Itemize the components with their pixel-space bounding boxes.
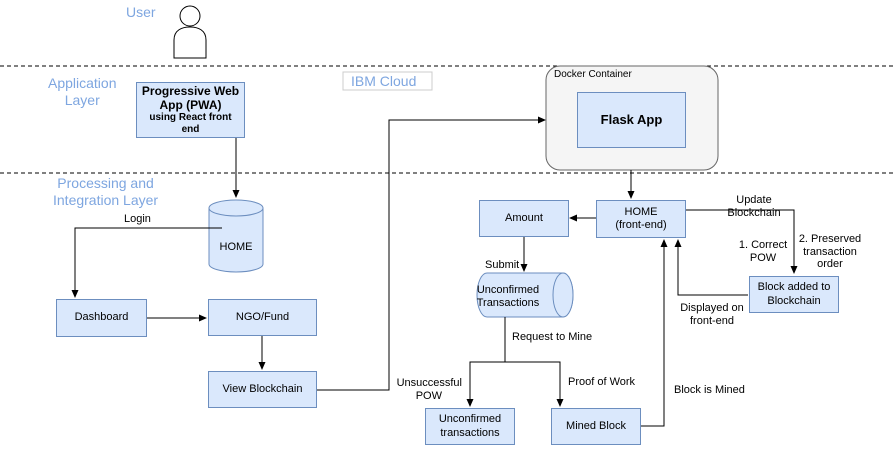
- edge-label-update-blockchain: Update Blockchain: [722, 194, 786, 219]
- mined-block-box: Mined Block: [551, 408, 641, 445]
- edge-label-displayed-on-frontend: Displayed on front-end: [676, 302, 748, 327]
- edge-label-unsuccessful-pow: Unsuccessful POW: [392, 377, 462, 402]
- layer-label-processing-line1: Processing and: [57, 175, 154, 191]
- home-database-label: HOME: [219, 241, 253, 253]
- dashboard-box: Dashboard: [56, 299, 147, 337]
- unconfirmed-transactions-cylinder-label: Unconfirmed Transactions: [470, 284, 546, 309]
- edge-label-preserved-order: 2. Preserved transaction order: [796, 233, 864, 271]
- edge-label-correct-pow-line1: 1. Correct: [738, 239, 788, 251]
- ibm-cloud-label-box: [342, 71, 433, 91]
- layer-label-user: User: [126, 4, 156, 20]
- edge-label-correct-pow-line2: POW: [749, 251, 777, 264]
- edge-label-login: Login: [124, 213, 151, 225]
- layer-label-application-line2: Layer: [64, 91, 100, 108]
- pwa-box-line4: end: [181, 123, 200, 135]
- home-database-cylinder: [208, 199, 264, 273]
- user-actor-icon: [173, 5, 207, 59]
- edge-label-update-line2: Blockchain: [727, 206, 781, 219]
- edge-view-blockchain-to-docker: [317, 116, 546, 391]
- edge-label-preserved-line1: 2. Preserved: [798, 233, 862, 245]
- pwa-box-line1: Progressive Web: [141, 83, 240, 98]
- unconfirmed-transactions-cylinder: [476, 272, 574, 318]
- ibm-cloud-label: IBM Cloud: [351, 73, 417, 89]
- unconfirmed-transactions-box: Unconfirmed transactions: [425, 408, 515, 445]
- edge-label-submit: Submit: [485, 259, 520, 271]
- edge-home-to-dashboard-login: [71, 227, 222, 298]
- edge-label-displayed-line1: Displayed on: [680, 302, 744, 314]
- flask-app-box: Flask App: [577, 92, 686, 148]
- edge-label-correct-pow: 1. Correct POW: [734, 239, 792, 264]
- block-added-box: Block added to Blockchain: [749, 276, 839, 313]
- edge-proof-of-work: [505, 361, 564, 407]
- edge-label-preserved-line2: transaction: [803, 245, 857, 258]
- unconfirmed-transactions-cylinder-line2: Transactions: [476, 296, 540, 309]
- edge-label-unsuccessful-line1: Unsuccessful: [396, 377, 462, 389]
- edge-displayed-on-frontend: [674, 239, 748, 296]
- edge-label-preserved-line3: order: [817, 258, 843, 271]
- layer-label-application-line1: Application: [48, 75, 117, 91]
- layer-label-application: Application Layer: [48, 75, 117, 109]
- edge-block-is-mined: [641, 239, 668, 427]
- edge-label-displayed-line2: front-end: [689, 314, 735, 327]
- ngo-fund-box: NGO/Fund: [208, 299, 317, 336]
- edge-label-proof-of-work: Proof of Work: [568, 376, 636, 388]
- home-frontend-line2: (front-end): [615, 219, 667, 231]
- edge-label-request-to-mine: Request to Mine: [512, 331, 593, 343]
- edge-label-unsuccessful-line2: POW: [415, 389, 442, 402]
- edge-label-update-line1: Update: [736, 194, 772, 206]
- docker-container-label: Docker Container: [554, 69, 632, 80]
- unconfirmed-transactions-line1: Unconfirmed: [438, 413, 502, 426]
- layer-label-processing-line2: Integration Layer: [53, 191, 159, 208]
- block-added-line2: Blockchain: [767, 294, 821, 307]
- edge-update-blockchain: [686, 209, 798, 274]
- home-frontend-line1: HOME: [624, 205, 658, 218]
- edge-request-to-mine: [466, 317, 506, 407]
- edge-label-block-is-mined: Block is Mined: [674, 384, 745, 396]
- home-frontend-box: HOME (front-end): [596, 200, 686, 238]
- view-blockchain-box: View Blockchain: [208, 371, 317, 408]
- layer-label-processing: Processing and Integration Layer: [53, 175, 158, 209]
- pwa-box: Progressive Web App (PWA) using React fr…: [136, 82, 245, 138]
- unconfirmed-transactions-line2: transactions: [440, 426, 500, 439]
- unconfirmed-transactions-cylinder-line1: Unconfirmed: [476, 284, 540, 296]
- block-added-line1: Block added to: [757, 281, 831, 294]
- pwa-box-line3: using React front: [149, 112, 232, 124]
- amount-box: Amount: [479, 200, 569, 237]
- pwa-box-line2: App (PWA): [159, 97, 222, 112]
